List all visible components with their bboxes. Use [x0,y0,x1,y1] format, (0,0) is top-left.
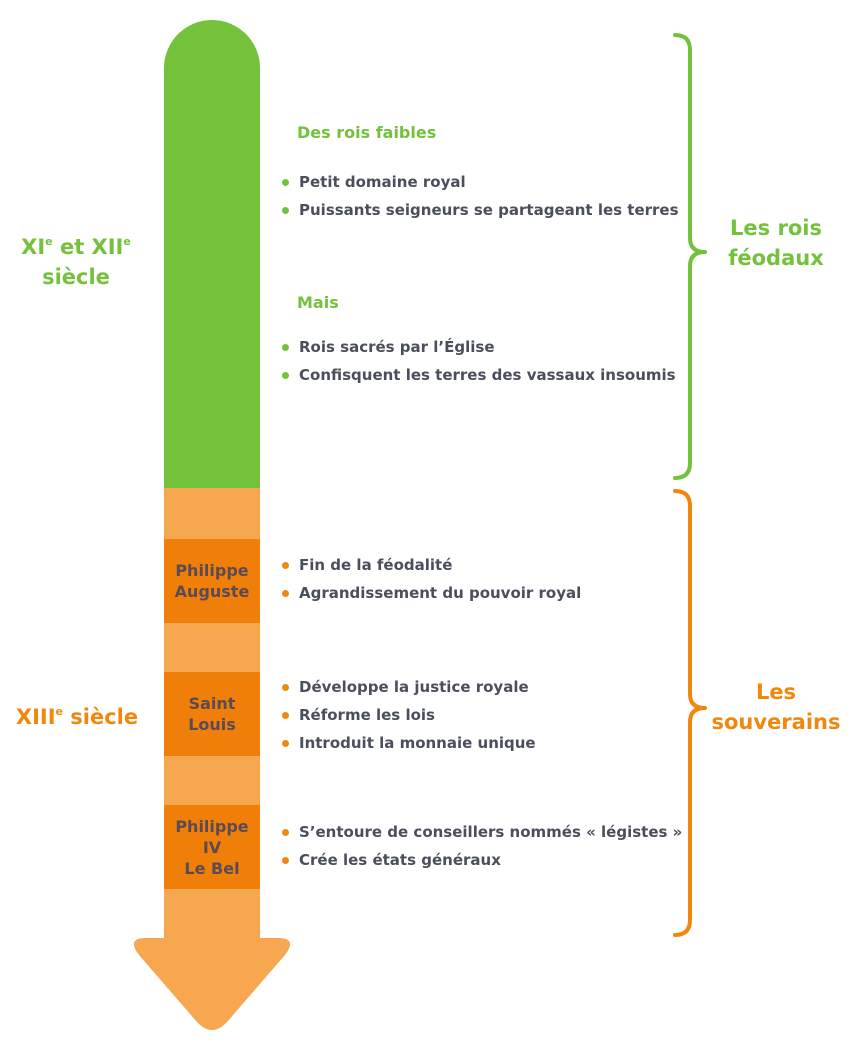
heading-des-rois-faibles: Des rois faibles [297,123,437,142]
bullet-item: Petit domaine royal [282,168,679,196]
bullet-list-weak: Petit domaine royal Puissants seigneurs … [282,168,679,224]
bullet-list-philippe-auguste: Fin de la féodalité Agrandissement du po… [282,551,581,607]
brace-feodaux [673,33,707,480]
bullet-item: Réforme les lois [282,701,536,729]
king-block-philippe-iv [164,805,260,889]
bullet-item: Introduit la monnaie unique [282,729,536,757]
bullet-item: Fin de la féodalité [282,551,581,579]
bullet-item: Rois sacrés par l’Église [282,333,676,361]
bullet-item: Puissants seigneurs se partageant les te… [282,196,679,224]
timeline-bar-green [164,20,260,488]
period-label-xiii: XIIIe siècle [15,705,139,729]
bullet-list-saint-louis: Développe la justice royale Réforme les … [282,673,536,757]
bullet-list-but: Rois sacrés par l’Église Confisquent les… [282,333,676,389]
king-block-saint-louis [164,672,260,756]
bullet-item: Crée les états généraux [282,846,682,874]
bullet-item: Agrandissement du pouvoir royal [282,579,581,607]
bullet-item: Confisquent les terres des vassaux insou… [282,361,676,389]
bullet-item: S’entoure de conseillers nommés « légist… [282,818,682,846]
period-label-xi-xii: XIe et XIIe siècle [21,235,131,289]
bullet-list-philippe-iv: S’entoure de conseillers nommés « légist… [282,818,682,874]
heading-mais: Mais [297,293,339,312]
timeline-arrow-head [133,938,291,1030]
king-block-philippe-auguste [164,539,260,623]
brace-souverains [673,489,707,937]
bullet-item: Développe la justice royale [282,673,536,701]
